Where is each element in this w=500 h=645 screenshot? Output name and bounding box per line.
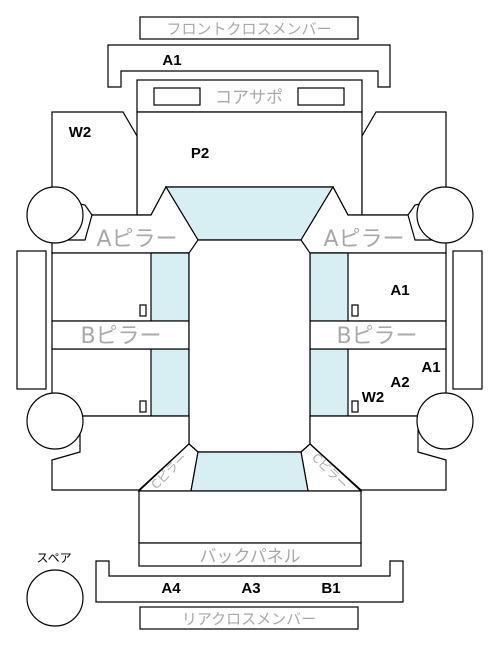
- bonnet-grade: P2: [191, 145, 209, 162]
- spare-label: スペア: [36, 551, 71, 565]
- rear-cross-member-box: [139, 606, 359, 630]
- right-front-window: [309, 252, 349, 322]
- b-pillar-left-label: Bピラー: [80, 324, 161, 349]
- headlight-right: [297, 87, 345, 106]
- left-front-window: [150, 252, 190, 322]
- front-cross-member-label: フロントクロスメンバー: [166, 20, 331, 38]
- b-pillar-right-label: Bピラー: [336, 324, 417, 349]
- left-front-door-handle: [139, 304, 147, 317]
- wheel-rear-right: [416, 392, 474, 450]
- core-support-label: コアサポ: [215, 88, 283, 108]
- b-pillar-right: [309, 320, 447, 350]
- trunk: [138, 490, 362, 544]
- back-panel: [138, 542, 362, 567]
- right-front-door-grade: A1: [390, 282, 409, 299]
- rear-bumper-grade-a4: A4: [161, 580, 181, 597]
- rear-bumper-grade-b1: B1: [321, 580, 340, 597]
- rear-bumper-grade-a3: A3: [241, 580, 260, 597]
- a-pillar-left-label: Aピラー: [96, 227, 177, 252]
- back-panel-label: バックパネル: [199, 547, 300, 567]
- right-front-door-handle: [351, 304, 359, 317]
- spare-tire: [26, 569, 84, 627]
- right-rear-door-grade-a1: A1: [421, 359, 440, 376]
- rear-bumper: [95, 560, 404, 603]
- side-step-right: [452, 250, 483, 390]
- right-rear-door-handle: [351, 400, 359, 413]
- wheel-front-left: [26, 186, 84, 244]
- front-cross-member-box: [139, 16, 359, 40]
- left-rear-window: [150, 348, 190, 417]
- right-rear-window: [309, 348, 349, 417]
- left-rear-quarter: [51, 415, 190, 491]
- rear-window: [190, 451, 309, 492]
- right-front-fender: [361, 111, 447, 216]
- front-bumper-grade: A1: [162, 52, 181, 69]
- wheel-front-right: [416, 186, 474, 244]
- a-pillar-right-label: Aピラー: [323, 227, 404, 252]
- right-rear-door-grade-w2: W2: [362, 389, 385, 406]
- headlight-left: [153, 87, 201, 106]
- roof: [188, 239, 311, 453]
- left-rear-door-handle: [139, 400, 147, 413]
- right-rear-door-grade-a2: A2: [390, 374, 409, 391]
- left-front-fender-grade: W2: [69, 124, 92, 141]
- side-step-left: [16, 250, 47, 390]
- front-bumper: [107, 44, 391, 88]
- wheel-rear-left: [26, 392, 84, 450]
- rear-cross-member-label: リアクロスメンバー: [182, 610, 316, 628]
